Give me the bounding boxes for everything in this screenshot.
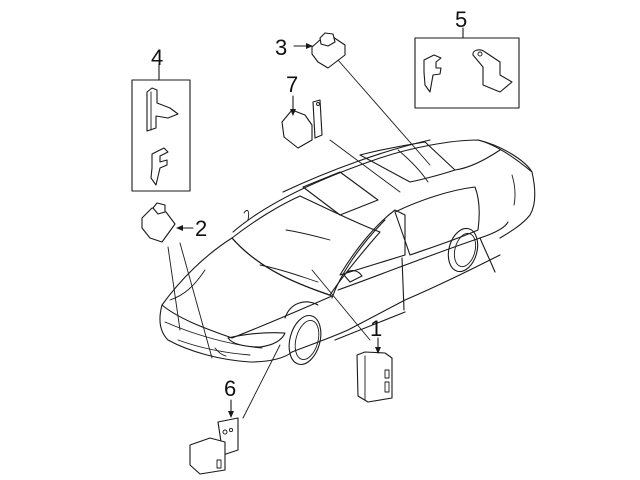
sensor-icon: [189, 437, 226, 475]
part-4-frame: [131, 79, 191, 192]
part-6-sensor: [189, 417, 239, 475]
callout-6: 6: [224, 376, 236, 401]
headlight: [227, 332, 286, 348]
bracket-icon: [472, 49, 513, 93]
car-roof-line: [232, 139, 533, 233]
front-bumper: [159, 304, 293, 363]
rear-side-window: [394, 186, 480, 256]
sensor-arm-icon: [312, 99, 323, 139]
side-mirror: [343, 270, 363, 283]
sensor-icon: [281, 109, 313, 149]
bracket-icon: [146, 87, 179, 132]
part-3-sensor: [311, 32, 346, 69]
front-wheel: [288, 314, 322, 366]
part-4-group: [131, 63, 191, 192]
callout-7: 7: [286, 72, 298, 97]
callout-5: 5: [455, 7, 467, 32]
control-module-icon: [356, 351, 393, 403]
car-illustration: [159, 139, 536, 366]
leader-lines: [167, 59, 431, 419]
front-side-window: [339, 209, 406, 276]
callout-3: 3: [275, 35, 287, 60]
clip-icon: [150, 147, 169, 186]
rear-wheel: [447, 227, 479, 273]
part-1-module: [356, 351, 393, 403]
windshield: [231, 195, 381, 296]
part-7-sensor: [281, 99, 323, 149]
callout-2: 2: [195, 216, 207, 241]
part-5-frame: [414, 37, 520, 109]
hood: [161, 237, 333, 339]
part-2-sensor: [141, 202, 176, 243]
clip-icon: [423, 54, 442, 93]
rear-window: [359, 141, 456, 183]
part-5-group: [414, 27, 520, 109]
sunroof: [302, 171, 379, 216]
callout-4: 4: [151, 45, 163, 70]
callout-1: 1: [370, 316, 382, 341]
callout-arrows: [176, 43, 381, 418]
